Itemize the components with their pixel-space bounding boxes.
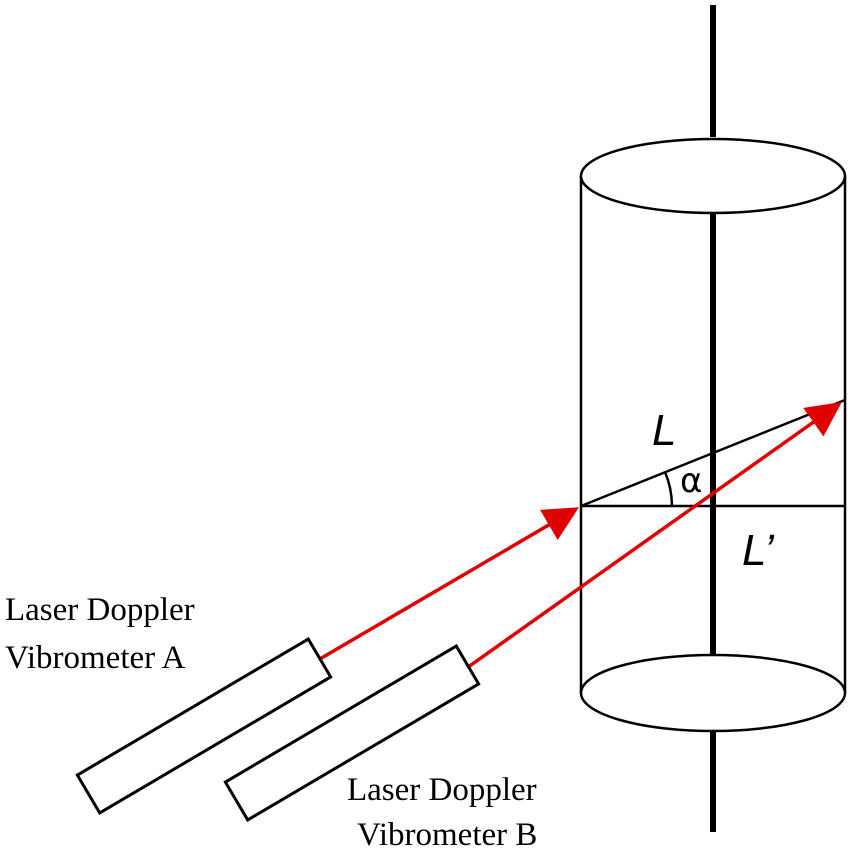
label-vibrometer-a-line1: Laser Doppler [5,592,195,628]
label-vibrometer-b-line1: Laser Doppler [347,772,537,808]
label-vibrometer-a-line2: Vibrometer A [5,640,186,676]
label-vibrometer-b-line2: Vibrometer B [357,817,537,851]
label-length-l-prime: L’ [742,526,775,575]
cylinder [579,137,847,733]
angle-arc [663,471,674,507]
cylinder-top-ellipse [579,137,847,215]
vibrometer-a-body [75,636,333,816]
vibrometer-b-body [223,643,481,823]
cylinder-bottom-ellipse [579,653,847,733]
diagonal-length-line [580,398,846,508]
laser-beam-b [462,401,842,672]
label-angle-alpha: α [680,461,702,501]
laser-beam-a [312,507,580,665]
label-length-l: L [652,406,676,455]
